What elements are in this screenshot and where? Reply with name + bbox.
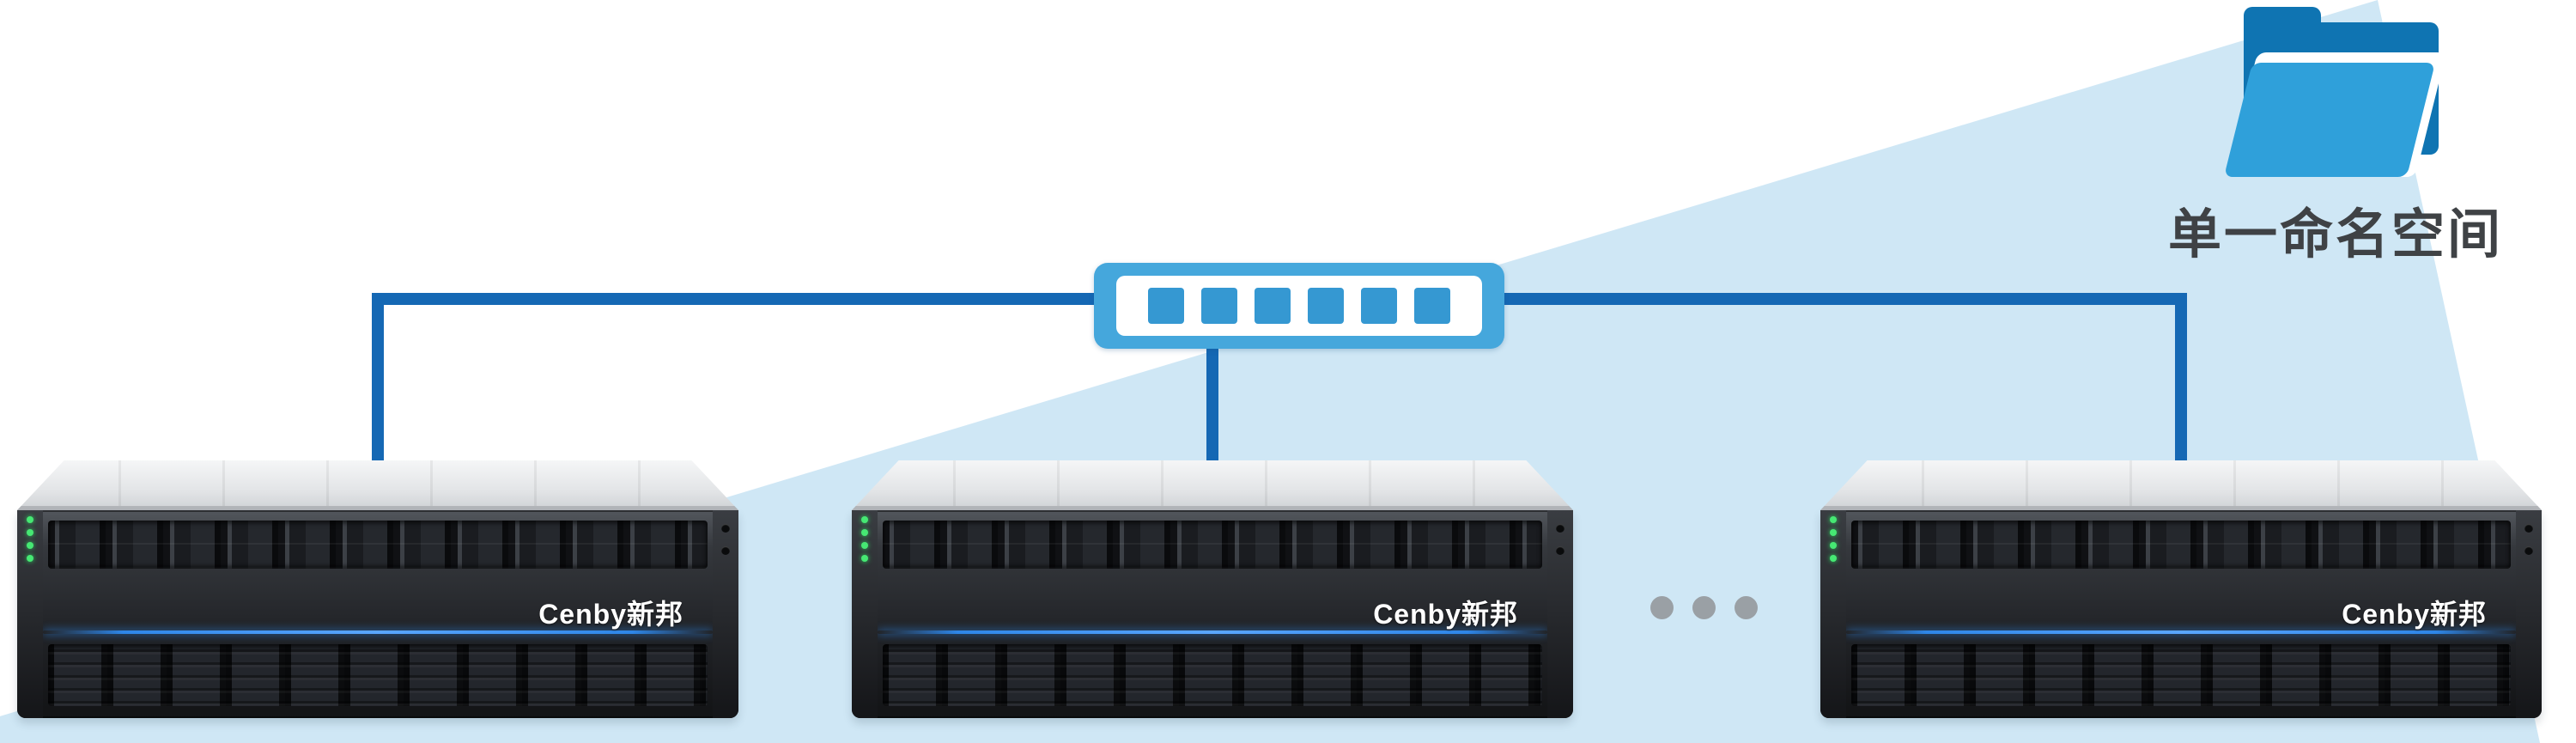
- screw-dot: [721, 546, 730, 555]
- storage-array-1: Cenby新邦: [17, 460, 738, 718]
- switch-port: [1361, 288, 1397, 324]
- rack-ear-left: [1820, 510, 1846, 718]
- switch-port-panel: [1116, 276, 1482, 336]
- ellipsis-icon: [1650, 596, 1758, 619]
- network-link-right-horizontal: [1499, 293, 2186, 305]
- rack-ear-left: [852, 510, 878, 718]
- array-top-panel: [852, 460, 1573, 510]
- drive-row-top: [48, 521, 708, 569]
- array-front-panel: Cenby新邦: [17, 510, 738, 718]
- green-led: [861, 529, 868, 536]
- array-front-panel: Cenby新邦: [1820, 510, 2542, 718]
- network-link-left-horizontal: [372, 293, 1103, 305]
- array-top-panel: [17, 460, 738, 510]
- blue-accent-light: [1846, 630, 2516, 634]
- rack-ear-right: [2516, 510, 2542, 718]
- rack-ear-right: [1547, 510, 1573, 718]
- switch-port: [1308, 288, 1344, 324]
- ellipsis-dot: [1735, 596, 1758, 619]
- network-link-right-vertical: [2175, 293, 2187, 499]
- drive-row-bottom: [883, 644, 1542, 706]
- drive-row-top: [1851, 521, 2511, 569]
- storage-array-3: Cenby新邦: [1820, 460, 2542, 718]
- screw-dot: [1556, 524, 1564, 533]
- switch-port: [1201, 288, 1237, 324]
- switch-port: [1414, 288, 1450, 324]
- ellipsis-dot: [1650, 596, 1674, 619]
- brand-logo: Cenby新邦: [538, 599, 683, 630]
- green-led: [27, 542, 33, 549]
- drive-row-bottom: [48, 644, 708, 706]
- array-top-panel: [1820, 460, 2542, 510]
- green-led: [27, 555, 33, 562]
- rack-ear-left: [17, 510, 43, 718]
- screw-dot: [2524, 546, 2533, 555]
- folder-front-shape: [2224, 63, 2435, 177]
- blue-accent-light: [878, 630, 1547, 634]
- screw-dot: [721, 524, 730, 533]
- rack-ear-right: [713, 510, 738, 718]
- green-led: [1830, 555, 1837, 562]
- namespace-label: 单一命名空间: [2167, 205, 2503, 265]
- blue-accent-light: [43, 630, 713, 634]
- switch-port: [1255, 288, 1291, 324]
- brand-logo: Cenby新邦: [2342, 599, 2487, 630]
- status-leds: [852, 516, 878, 562]
- screw-dot: [1556, 546, 1564, 555]
- network-switch-icon: [1094, 263, 1504, 349]
- green-led: [861, 542, 868, 549]
- green-led: [861, 555, 868, 562]
- folder-icon: [2224, 7, 2446, 177]
- green-led: [27, 516, 33, 523]
- switch-port: [1148, 288, 1184, 324]
- screw-dot: [2524, 524, 2533, 533]
- status-leds: [17, 516, 43, 562]
- green-led: [1830, 542, 1837, 549]
- storage-array-2: Cenby新邦: [852, 460, 1573, 718]
- green-led: [27, 529, 33, 536]
- green-led: [1830, 529, 1837, 536]
- ellipsis-dot: [1692, 596, 1716, 619]
- network-link-middle-vertical: [1206, 301, 1218, 498]
- green-led: [861, 516, 868, 523]
- array-front-panel: Cenby新邦: [852, 510, 1573, 718]
- green-led: [1830, 516, 1837, 523]
- drive-row-top: [883, 521, 1542, 569]
- status-leds: [1820, 516, 1846, 562]
- drive-row-bottom: [1851, 644, 2511, 706]
- network-link-left-vertical: [372, 293, 384, 499]
- brand-logo: Cenby新邦: [1373, 599, 1518, 630]
